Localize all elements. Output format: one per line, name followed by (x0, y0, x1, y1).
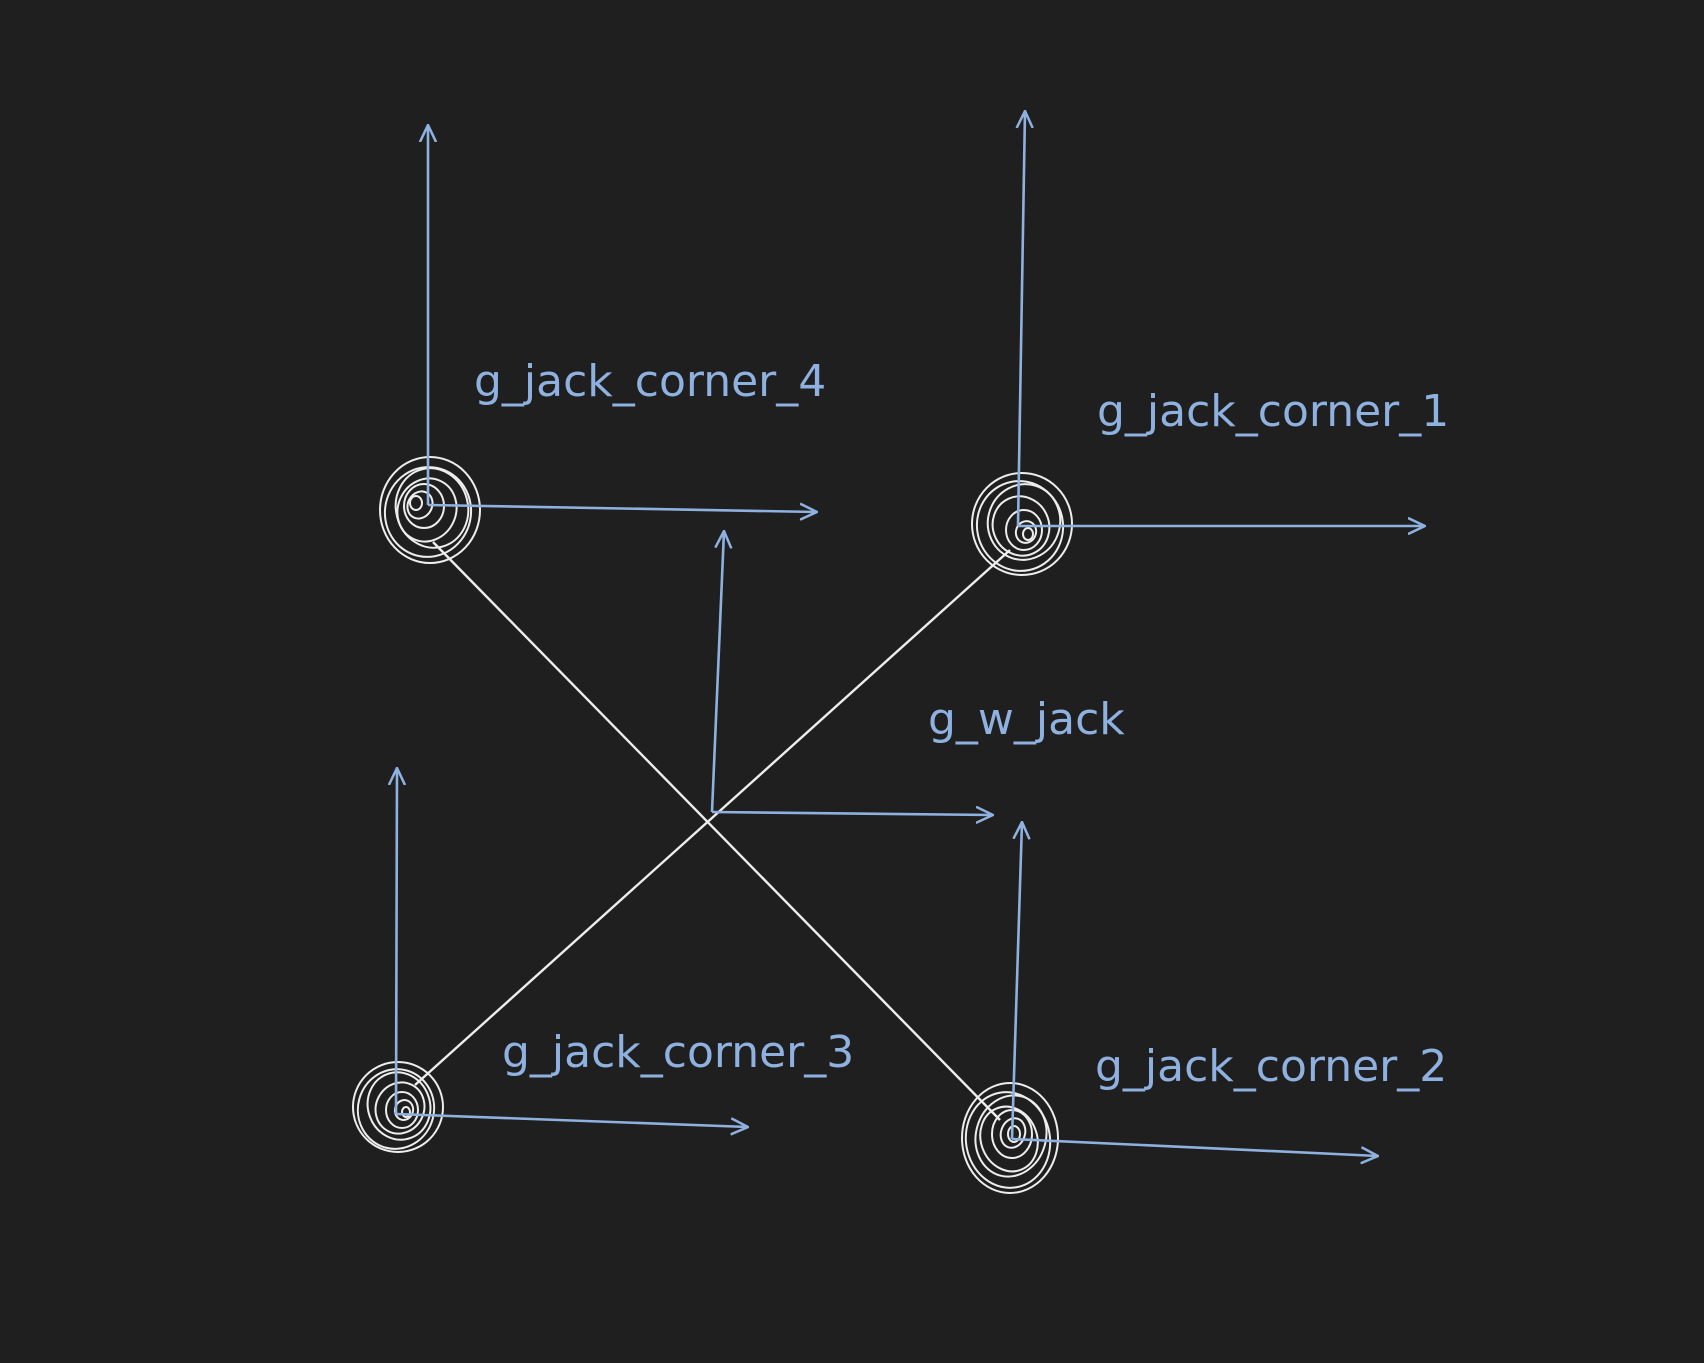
frame-label-corner-3: g_jack_corner_3 (502, 1027, 855, 1078)
corner-1-y-axis (1018, 111, 1025, 527)
frame-label-w-jack: g_w_jack (928, 694, 1125, 745)
link-corner1-corner3 (414, 549, 1011, 1086)
frame-label-corner-2: g_jack_corner_2 (1095, 1041, 1448, 1092)
corner-3-x-axis (395, 1112, 748, 1127)
frame-w-jack (710, 531, 993, 815)
knot-corner-1 (971, 472, 1073, 576)
knot-corner-4 (379, 456, 481, 564)
w-jack-y-axis (710, 531, 724, 813)
knot-corner-2 (961, 1082, 1059, 1194)
frame-corner-4 (428, 125, 817, 512)
corner-4-x-axis (427, 505, 817, 512)
frame-corner-2 (1010, 822, 1378, 1156)
knot-corner-3 (352, 1061, 444, 1153)
corner-3-y-axis (396, 768, 397, 1115)
frame-corner-3 (396, 768, 748, 1127)
frame-corner-1 (1018, 111, 1425, 526)
link-corner4-corner2 (432, 541, 1001, 1121)
frame-label-corner-1: g_jack_corner_1 (1097, 386, 1450, 437)
w-jack-x-axis (711, 812, 993, 815)
frame-label-corner-4: g_jack_corner_4 (474, 356, 827, 407)
corner-2-x-axis (1011, 1137, 1378, 1156)
corner-2-y-axis (1010, 822, 1022, 1140)
